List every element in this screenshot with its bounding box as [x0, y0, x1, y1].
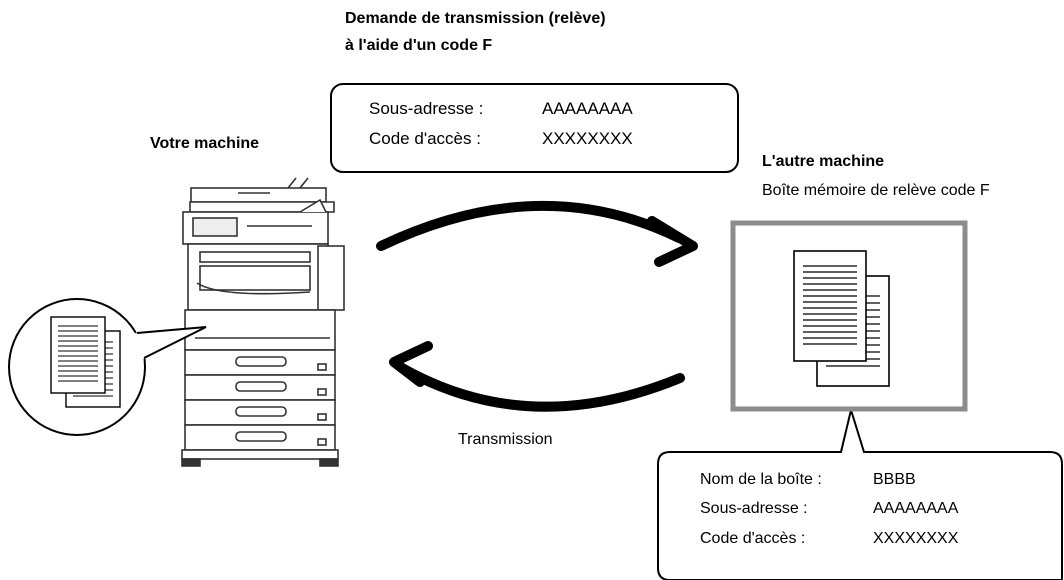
- your-machine-label: Votre machine: [150, 135, 260, 152]
- box-access-code-value: XXXXXXXX: [873, 530, 959, 547]
- request-arrow-icon: [376, 201, 698, 267]
- box-access-code-label: Code d'accès :: [700, 530, 806, 547]
- request-access-code-value: XXXXXXXX: [542, 129, 633, 148]
- request-callout-box: [330, 83, 739, 173]
- other-machine-label: L'autre machine: [762, 153, 885, 170]
- memory-info-callout-box: [657, 406, 1063, 580]
- multifunction-printer-icon: [181, 177, 345, 467]
- other-machine-sublabel: Boîte mémoire de relève code F: [762, 182, 990, 199]
- request-sub-address-label: Sous-adresse :: [369, 99, 484, 118]
- request-access-code-label: Code d'accès :: [369, 129, 481, 148]
- transmission-arrow-icon: [389, 341, 685, 412]
- stored-documents-icon: [793, 250, 890, 387]
- transmission-label: Transmission: [458, 431, 553, 448]
- box-sub-address-value: AAAAAAAA: [873, 500, 959, 517]
- request-title-line2: à l'aide d'un code F: [345, 37, 493, 54]
- box-sub-address-label: Sous-adresse :: [700, 500, 808, 517]
- box-name-value: BBBB: [873, 471, 916, 488]
- request-title-line1: Demande de transmission (relève): [345, 10, 606, 27]
- request-sub-address-value: AAAAAAAA: [542, 99, 633, 118]
- box-name-label: Nom de la boîte :: [700, 471, 822, 488]
- bubble-documents-icon: [50, 316, 121, 408]
